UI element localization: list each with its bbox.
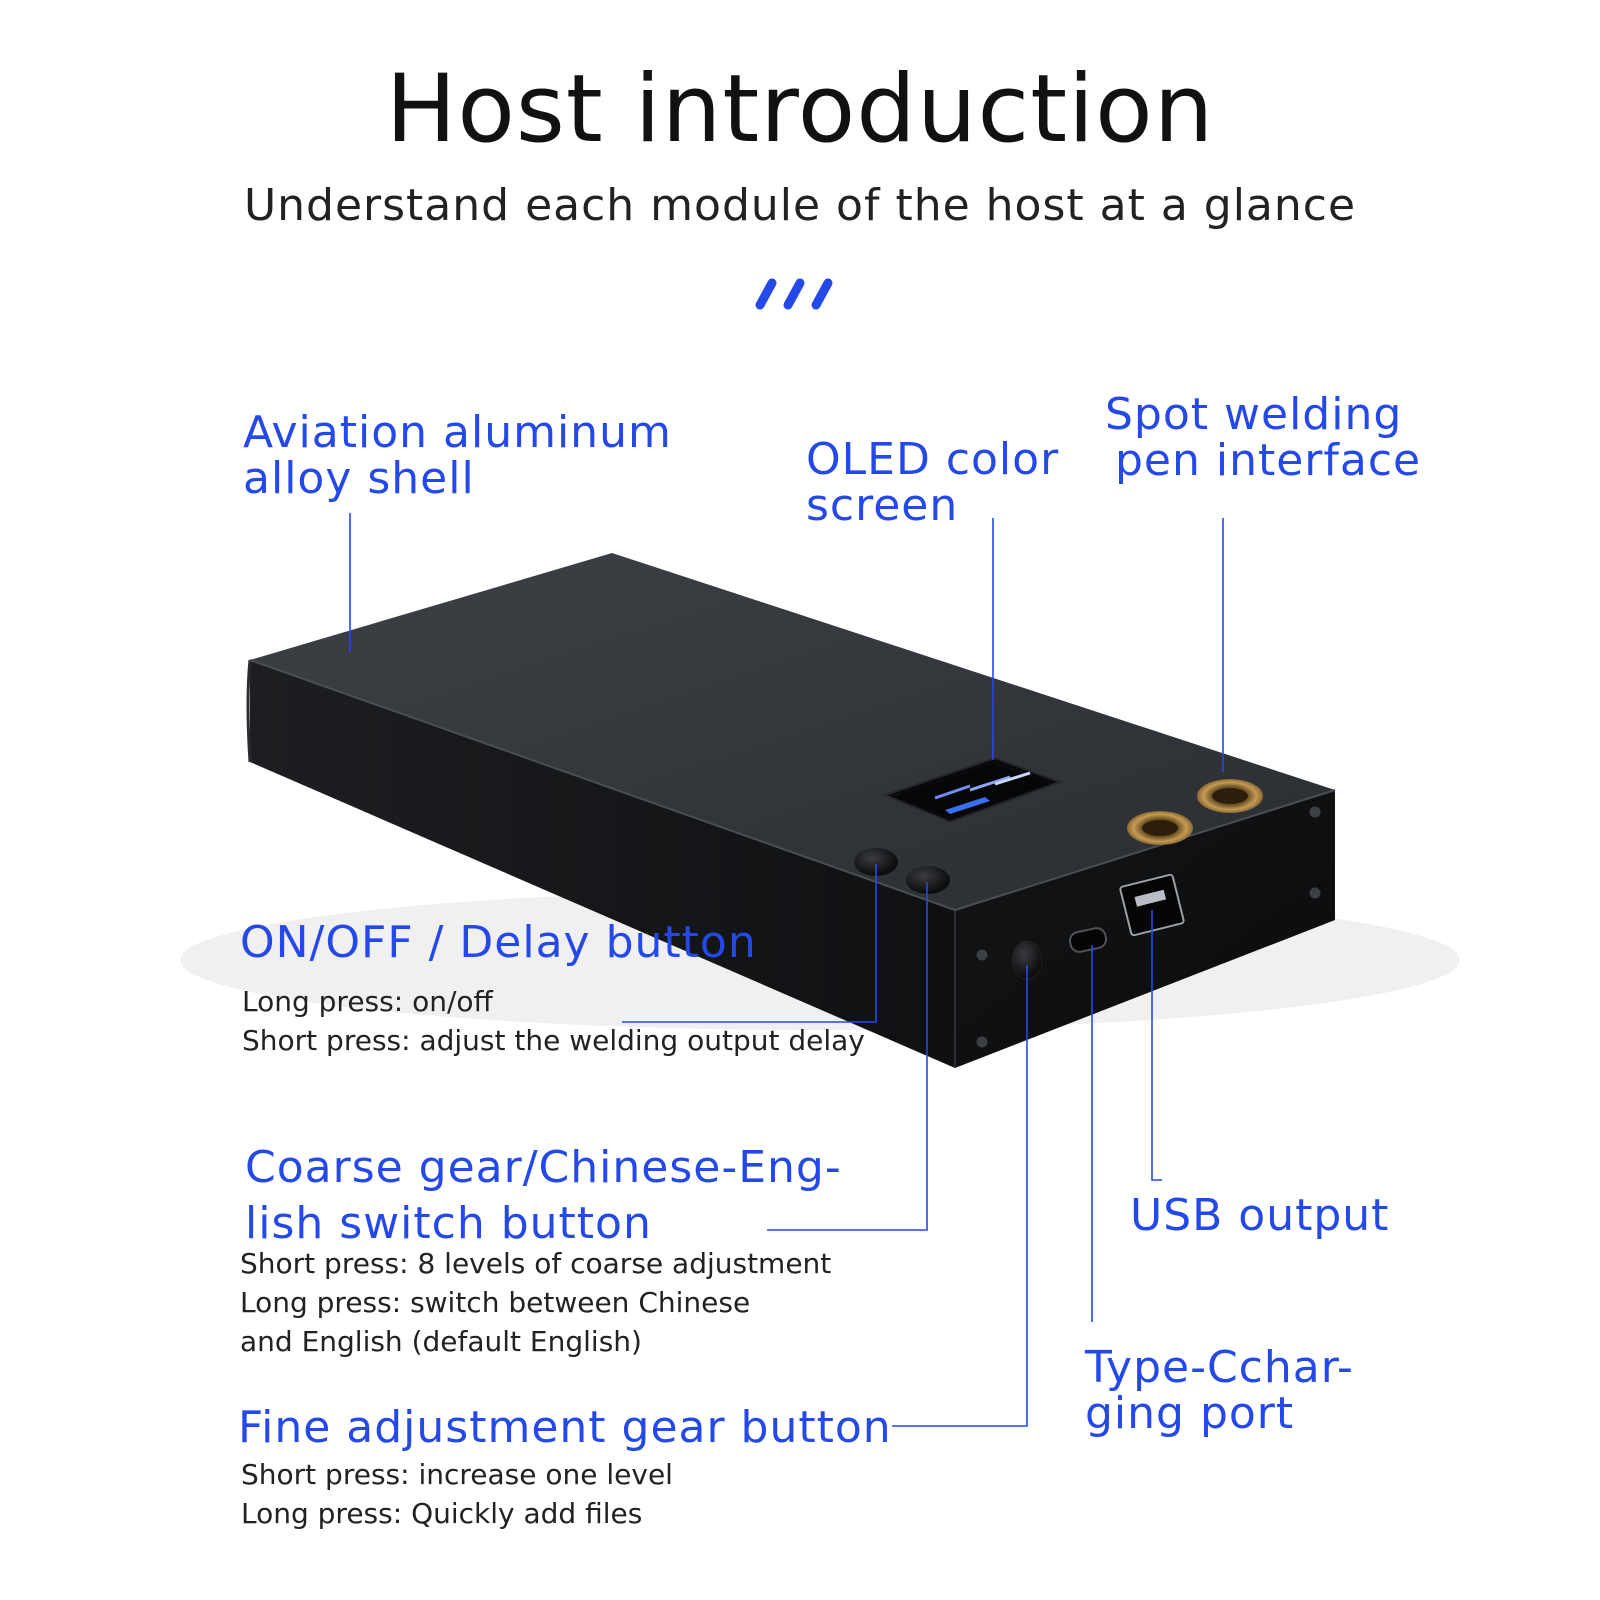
pen-interface-sockets	[1127, 779, 1263, 845]
label-coarse-button: Coarse gear/Chinese-Eng-lish switch butt…	[245, 1142, 842, 1249]
accent-slashes	[755, 278, 833, 310]
page-title: Host introduction	[385, 55, 1215, 164]
oled-screen	[882, 756, 1063, 824]
page-subtitle: Understand each module of the host at a …	[243, 180, 1357, 231]
label-onoff-button: ON/OFF / Delay button	[240, 917, 757, 968]
front-ports	[1011, 873, 1185, 980]
label-typec-port: Type-Cchar-ging port	[1085, 1342, 1354, 1439]
desc-coarse-button: Short press: 8 levels of coarse adjustme…	[240, 1247, 832, 1358]
label-usb-output: USB output	[1130, 1190, 1390, 1241]
top-buttons	[854, 848, 950, 894]
leader-lines	[349, 513, 1224, 1427]
screws	[975, 805, 1322, 1049]
label-fine-button: Fine adjustment gear button	[238, 1402, 892, 1453]
